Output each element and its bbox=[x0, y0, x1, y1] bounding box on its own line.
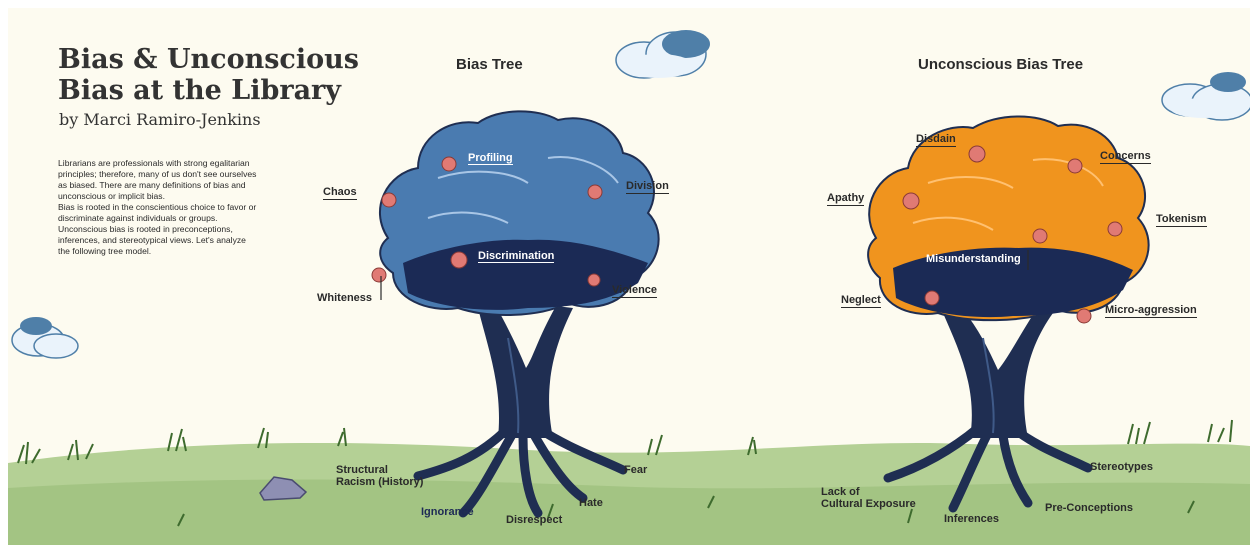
bias-tree-title: Bias Tree bbox=[456, 56, 523, 73]
root-fear: Fear bbox=[624, 464, 648, 476]
label-disdain: Disdain bbox=[916, 133, 956, 147]
root-ignorance: Ignorance bbox=[421, 506, 474, 518]
bias-tree bbox=[371, 110, 660, 518]
label-tokenism: Tokenism bbox=[1156, 213, 1207, 227]
label-neglect: Neglect bbox=[841, 294, 881, 308]
unconscious-bias-tree-title: Unconscious Bias Tree bbox=[918, 56, 1084, 73]
label-misunderstanding: Misunderstanding bbox=[926, 253, 1021, 265]
label-apathy: Apathy bbox=[827, 192, 865, 206]
poster-canvas: Bias & Unconscious Bias at the Library b… bbox=[8, 8, 1250, 545]
label-micro-aggression: Micro-aggression bbox=[1105, 304, 1197, 318]
root-stereotypes: Stereotypes bbox=[1090, 461, 1153, 473]
label-profiling: Profiling bbox=[468, 152, 513, 165]
intro-text: Librarians are professionals with strong… bbox=[58, 158, 258, 257]
cloud-right bbox=[1161, 72, 1250, 121]
root-pre-conceptions: Pre-Conceptions bbox=[1045, 502, 1134, 514]
unconscious-bias-tree bbox=[867, 115, 1150, 513]
page-title: Bias & Unconscious Bias at the Library bbox=[58, 44, 359, 106]
label-concerns: Concerns bbox=[1100, 150, 1151, 164]
root-lack-of-cultural-exposure: Lack of Cultural Exposure bbox=[821, 486, 916, 510]
rock bbox=[259, 476, 308, 501]
grass-tufts bbox=[17, 419, 1233, 527]
grass-lower bbox=[8, 479, 1250, 545]
author-byline: by Marci Ramiro-Jenkins bbox=[59, 110, 261, 129]
root-disrespect: Disrespect bbox=[506, 514, 563, 526]
intro-paragraph-2: Bias is rooted in the conscientious choi… bbox=[58, 202, 257, 256]
cloud-left bbox=[11, 317, 79, 359]
label-chaos: Chaos bbox=[323, 186, 357, 200]
label-discrimination: Discrimination bbox=[478, 250, 555, 263]
root-inferences: Inferences bbox=[944, 513, 1000, 525]
scene-illustration bbox=[8, 30, 1250, 545]
label-division: Division bbox=[626, 180, 669, 194]
root-structural-racism: Structural Racism (History) bbox=[336, 464, 424, 488]
label-violence: Violence bbox=[612, 284, 658, 298]
root-hate: Hate bbox=[579, 497, 603, 509]
intro-paragraph-1: Librarians are professionals with strong… bbox=[58, 158, 257, 201]
cloud-top bbox=[615, 30, 710, 79]
label-whiteness: Whiteness bbox=[317, 292, 373, 304]
